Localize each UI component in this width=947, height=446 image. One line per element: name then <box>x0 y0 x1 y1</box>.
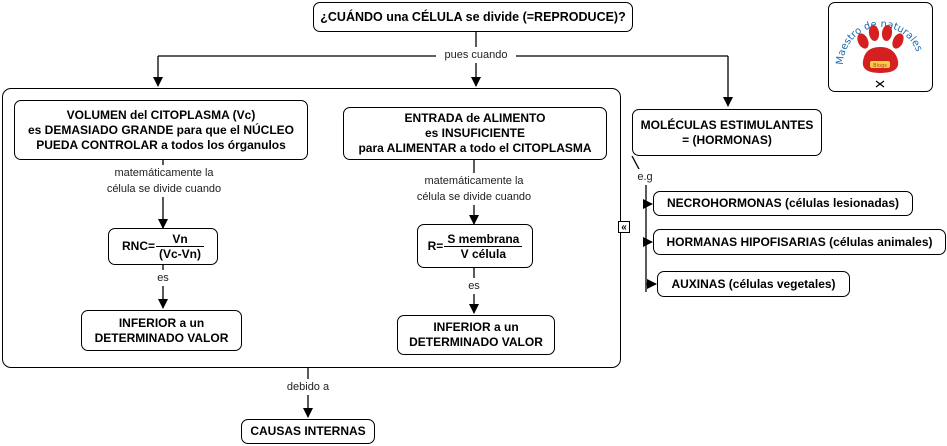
volumen-line-3: PUEDA CONTROLAR a todos los órganulos <box>36 137 286 152</box>
entrada-line-3: para ALIMENTAR a todo el CITOPLASMA <box>358 141 592 155</box>
volumen-line-1: VOLUMEN del CITOPLASMA (Vc) <box>66 107 256 122</box>
example-auxinas-node[interactable]: AUXINAS (células vegetales) <box>657 271 850 297</box>
r-prefix: R= <box>427 238 444 253</box>
inferior-valor-right-node[interactable]: INFERIOR a un DETERMINADO VALOR <box>397 315 555 355</box>
link-label-pues-cuando: pues cuando <box>436 47 516 63</box>
example-hipofisarias-node[interactable]: HORMANAS HIPOFISARIAS (células animales) <box>653 229 946 255</box>
link-label-debido-a: debido a <box>278 379 338 395</box>
moleculas-line-1: MOLÉCULAS ESTIMULANTES <box>640 117 814 132</box>
link-label-es-right: es <box>464 278 484 294</box>
root-question-text: ¿CUÁNDO una CÉLULA se divide (=REPRODUCE… <box>320 9 626 24</box>
svg-text:Blogs: Blogs <box>873 63 887 69</box>
r-denominator: V célula <box>460 246 507 261</box>
paw-logo-icon: Maestro de naturales Blogs <box>835 19 924 88</box>
example-text: NECROHORMONAS (células lesionadas) <box>666 196 900 210</box>
causas-internas-text: CAUSAS INTERNAS <box>250 424 366 438</box>
link-label-eg: e.g <box>633 169 657 185</box>
inferior-left-line-2: DETERMINADO VALOR <box>94 330 229 345</box>
inferior-right-line-1: INFERIOR a un <box>433 320 519 334</box>
volumen-citoplasma-node[interactable]: VOLUMEN del CITOPLASMA (Vc) es DEMASIADO… <box>14 100 308 160</box>
rnc-denominator: (Vc-Vn) <box>159 247 201 261</box>
example-text: HORMANAS HIPOFISARIAS (células animales) <box>666 234 933 249</box>
example-text: AUXINAS (células vegetales) <box>671 276 836 291</box>
r-numerator: S membrana <box>444 232 523 247</box>
rnc-formula-node[interactable]: RNC= Vn (Vc-Vn) <box>108 228 218 265</box>
r-ratio-formula-node[interactable]: R= S membrana V célula <box>417 224 533 268</box>
rnc-numerator: Vn <box>156 232 204 247</box>
r-fraction: S membrana V célula <box>444 232 523 261</box>
moleculas-line-2: = (HORMONAS) <box>682 132 772 147</box>
causas-internas-node[interactable]: CAUSAS INTERNAS <box>241 419 375 444</box>
root-question-node[interactable]: ¿CUÁNDO una CÉLULA se divide (=REPRODUCE… <box>313 2 633 32</box>
link-label-mate-left: matemáticamente la célula se divide cuan… <box>94 165 234 197</box>
inferior-right-line-2: DETERMINADO VALOR <box>409 335 543 349</box>
collapse-toggle-icon[interactable]: « <box>618 221 630 233</box>
maestro-de-naturales-logo: Maestro de naturales Blogs <box>828 2 933 92</box>
volumen-line-2: es DEMASIADO GRANDE para que el NÚCLEO <box>27 122 295 137</box>
rnc-prefix: RNC= <box>121 239 155 253</box>
entrada-line-2: es INSUFICIENTE <box>424 126 526 140</box>
rnc-fraction: Vn (Vc-Vn) <box>156 232 204 261</box>
inferior-left-line-1: INFERIOR a un <box>118 315 205 330</box>
entrada-line-1: ENTRADA de ALIMENTO <box>404 111 546 125</box>
entrada-alimento-node[interactable]: ENTRADA de ALIMENTO es INSUFICIENTE para… <box>343 107 607 160</box>
link-label-es-left: es <box>153 270 173 286</box>
example-necrohormonas-node[interactable]: NECROHORMONAS (células lesionadas) <box>653 191 913 216</box>
inferior-valor-left-node[interactable]: INFERIOR a un DETERMINADO VALOR <box>81 310 242 351</box>
link-label-mate-right: matemáticamente la célula se divide cuan… <box>404 173 544 205</box>
moleculas-estimulantes-node[interactable]: MOLÉCULAS ESTIMULANTES = (HORMONAS) <box>632 109 822 156</box>
